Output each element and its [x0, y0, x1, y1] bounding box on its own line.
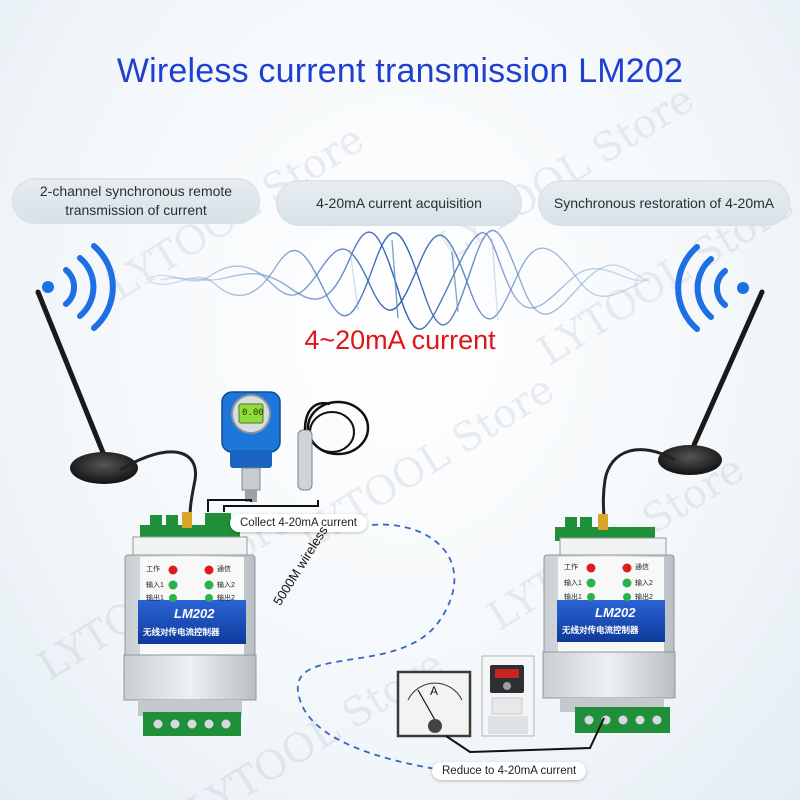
feature-text: Synchronous restoration of 4-20mA: [553, 194, 775, 211]
analog-ammeter: [396, 670, 605, 754]
led-label-out1: 输出1: [564, 594, 582, 601]
gauge-display: 0.00: [242, 408, 264, 418]
feature-pill-channels: 2-channel synchronous remote transmissio…: [12, 178, 260, 224]
level-sensor: [223, 400, 370, 512]
feature-text: 4-20mA current acquisition: [316, 194, 482, 211]
led-label-out2: 输出2: [217, 595, 235, 602]
led-label-work: 工作: [146, 566, 160, 573]
feature-pill-restoration: Synchronous restoration of 4-20mA: [538, 180, 790, 226]
led-label-out1: 输出1: [146, 595, 164, 602]
led-label-out2: 输出2: [635, 594, 653, 601]
feature-pill-acquisition: 4-20mA current acquisition: [276, 180, 522, 226]
callout-reduce: Reduce to 4-20mA current: [432, 762, 587, 780]
wireless-path: [296, 523, 456, 771]
led-label-in2: 输入2: [635, 580, 653, 587]
led-label-in1: 输入1: [146, 582, 164, 589]
device-name: 无线对传电流控制器: [143, 627, 220, 637]
led-label-work: 工作: [564, 564, 578, 571]
meter-unit: A: [430, 684, 439, 698]
antenna-left: [35, 289, 198, 521]
page-title: Wireless current transmission LM202: [116, 52, 684, 90]
antenna-right: [601, 289, 765, 521]
current-label: 4~20mA current: [304, 325, 496, 355]
device-model: LM202: [174, 606, 215, 621]
feature-text: 2-channel synchronous remote transmissio…: [39, 183, 233, 218]
wifi-icon: [42, 243, 116, 331]
controller-right: [542, 514, 676, 733]
controller-left: [123, 512, 257, 736]
led-label-comm: 通信: [217, 566, 231, 573]
device-name: 无线对传电流控制器: [562, 625, 639, 635]
device-model: LM202: [595, 605, 636, 620]
pressure-transmitter: [207, 391, 281, 512]
frequency-inverter: [481, 655, 535, 737]
led-label-in1: 输入1: [564, 580, 582, 587]
signal-wave: [149, 229, 651, 330]
led-label-in2: 输入2: [217, 582, 235, 589]
led-label-comm: 通信: [635, 564, 649, 571]
callout-collect: Collect 4-20mA current: [230, 514, 367, 532]
wifi-icon: [675, 244, 749, 332]
